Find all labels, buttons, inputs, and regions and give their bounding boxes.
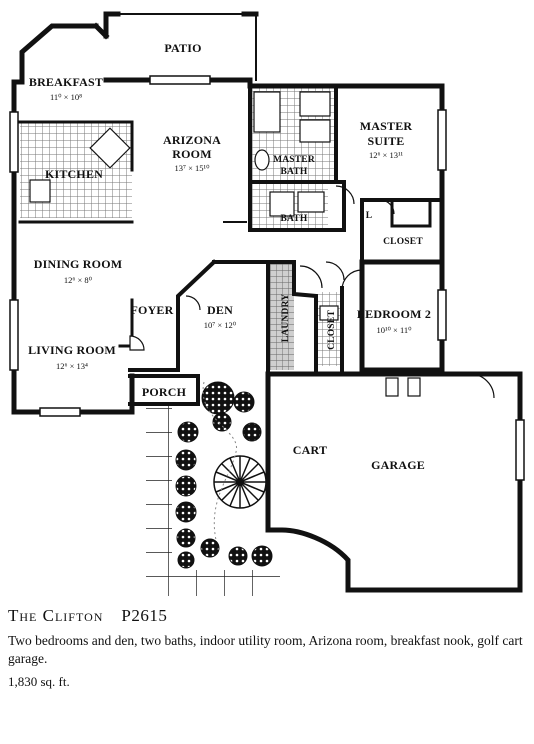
bedroom-2-dims: 10¹⁰ × 11⁰ [376,325,412,335]
master-suite-dims: 12⁶ × 13¹¹ [369,150,404,160]
plan-description: Two bedrooms and den, two baths, indoor … [8,633,523,666]
master-bath-label-line2: BATH [280,167,307,177]
arizona-room-label-line1: ARIZONA [163,133,221,147]
landscaping [175,381,273,569]
plan-caption: The Clifton P2615 Two bedrooms and den, t… [8,606,528,690]
closet-tile-floor [316,292,342,366]
kitchen-label: KITCHEN [45,167,103,181]
doors [129,185,495,399]
patio-label: PATIO [164,41,201,55]
laundry-label: LAUNDRY [281,294,291,343]
square-footage: 1,830 sq. ft. [8,674,70,689]
master-suite-label-line2: SUITE [367,134,404,148]
plan-title: The Clifton P2615 [8,606,528,626]
breakfast-dims: 11⁰ × 10⁸ [50,92,82,102]
dining-room-dims: 12⁶ × 8⁰ [64,275,93,285]
master-suite-label-line1: MASTER [360,119,413,133]
front-walkway-bottom [146,570,280,596]
closet-label: CLOSET [383,237,423,247]
laundry-tile-floor [268,262,294,370]
closet-l-label: L [366,211,373,221]
small-closet-label: CLOSET [327,310,337,350]
front-walkway [146,406,172,596]
den-dims: 10⁷ × 12⁰ [204,320,237,330]
fixtures [29,91,421,397]
model-code: P2615 [121,606,168,625]
den-label: DEN [207,303,233,317]
garden-path [202,381,237,541]
living-room-dims: 12⁶ × 13⁴ [56,361,88,371]
cart-label: CART [293,443,327,457]
floor-plan: PATIO BREAKFAST 11⁰ × 10⁸ ARIZONA ROOM 1… [9,11,525,596]
master-bath-label-line1: MASTER [273,155,315,165]
dining-room-label: DINING ROOM [34,257,123,271]
windows [9,75,525,481]
garage-label: GARAGE [371,458,425,472]
arizona-room-dims: 13⁷ × 15¹⁰ [175,163,211,173]
walls [11,11,523,593]
foyer-label: FOYER [131,303,174,317]
breakfast-label: BREAKFAST [29,75,103,89]
arizona-room-label-line2: ROOM [172,147,211,161]
tree [213,455,267,509]
bedroom-2-label: BEDROOM 2 [357,307,431,321]
porch-floor [130,376,194,404]
living-room-label: LIVING ROOM [28,343,116,357]
porch-label: PORCH [142,385,187,399]
room-labels: PATIO BREAKFAST 11⁰ × 10⁸ ARIZONA ROOM 1… [28,41,431,472]
model-name: The Clifton [8,606,104,625]
bath-label: BATH [280,214,307,224]
